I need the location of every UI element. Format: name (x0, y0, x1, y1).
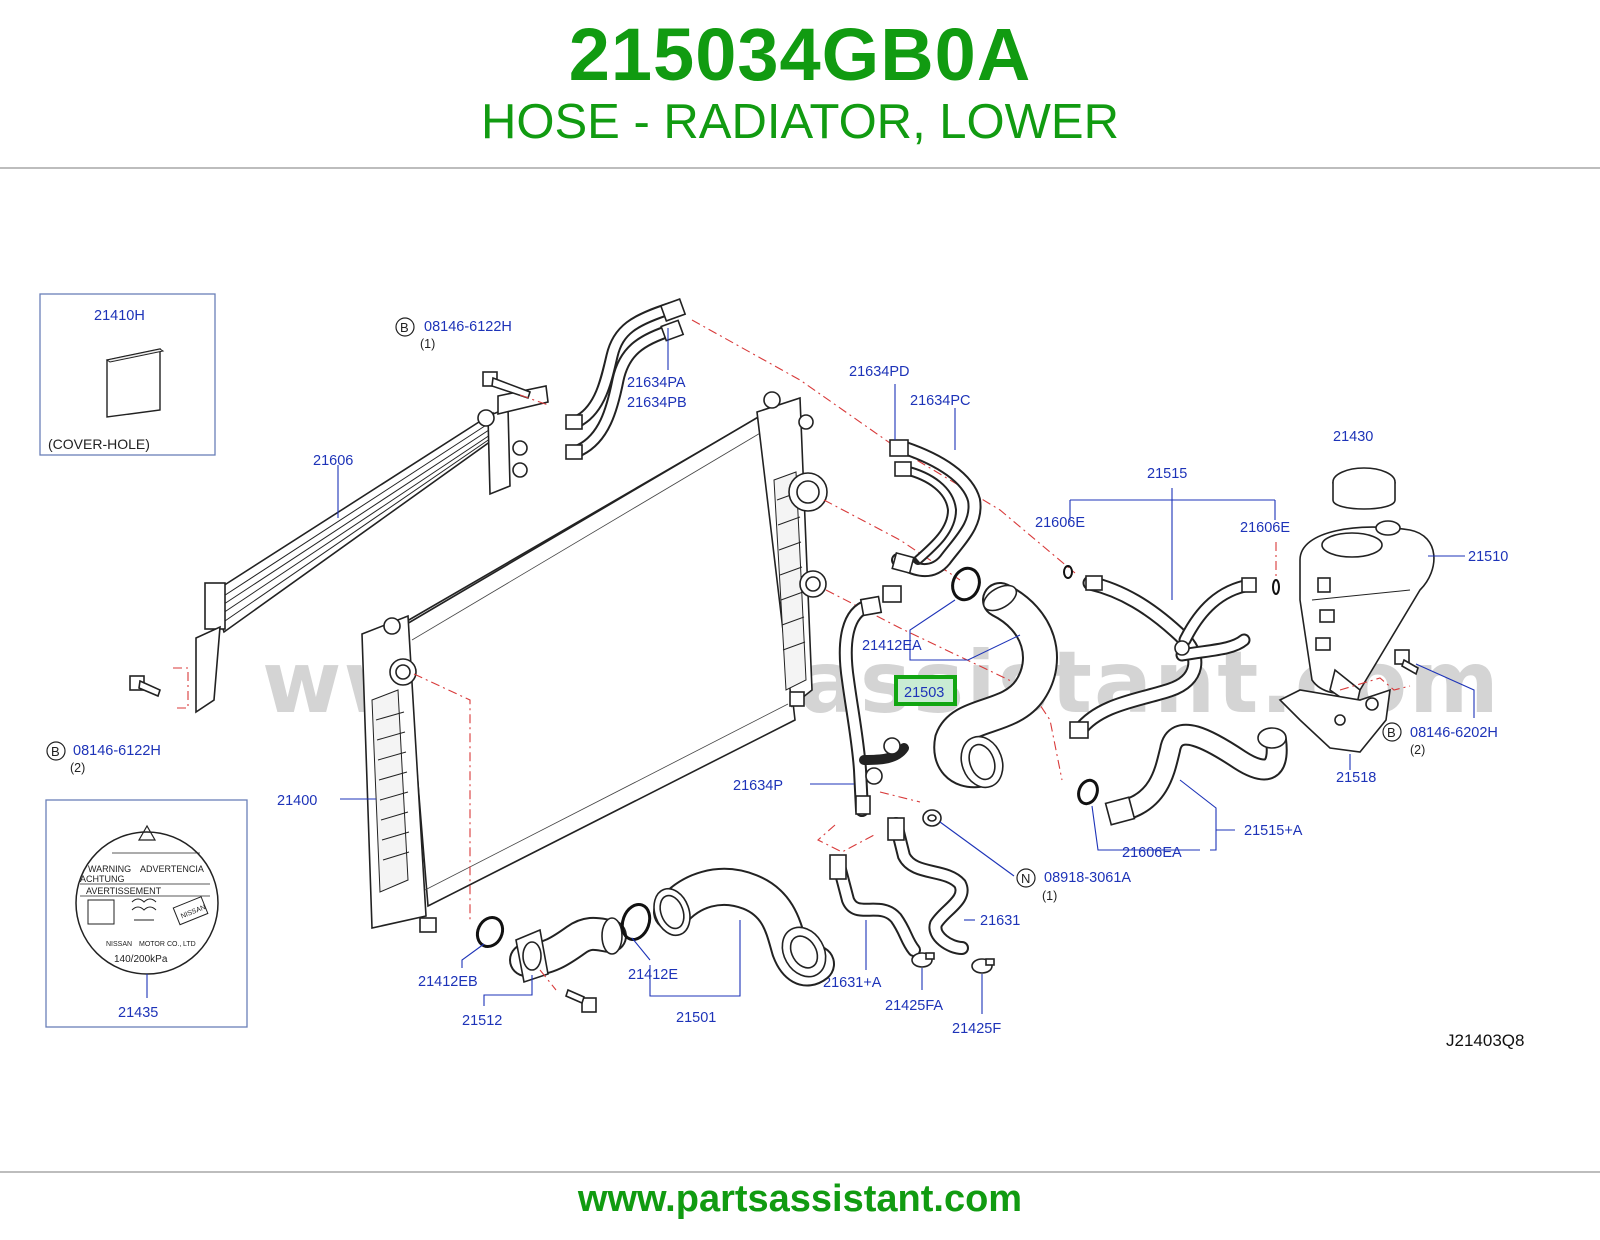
inset-cap-label: WARNING ADVERTENCIA ACHTUNG AVERTISSEMEN… (45, 799, 248, 1028)
label-21634PC[interactable]: 21634PC (910, 393, 970, 409)
svg-text:B: B (400, 320, 409, 335)
label-21430[interactable]: 21430 (1333, 429, 1373, 445)
part-21412EB-oring (475, 915, 505, 949)
bolt-21512 (565, 988, 597, 1013)
label-21515[interactable]: 21515 (1147, 466, 1187, 482)
part-number: 215034GB0A (568, 13, 1032, 96)
callout-b-right: B (1382, 722, 1402, 742)
label-21631[interactable]: 21631 (980, 913, 1020, 929)
label-21518[interactable]: 21518 (1336, 770, 1376, 786)
label-08146-6202H[interactable]: 08146-6202H (1410, 725, 1498, 741)
part-21631A-hose (829, 854, 921, 957)
svg-text:(1): (1) (1042, 889, 1057, 903)
label-21631A[interactable]: 21631+A (823, 975, 882, 991)
highlight-box-21503[interactable] (894, 675, 957, 706)
svg-text:WARNING: WARNING (88, 864, 131, 874)
label-21606[interactable]: 21606 (313, 453, 353, 469)
svg-text:ADVERTENCIA: ADVERTENCIA (140, 864, 204, 874)
label-21634P[interactable]: 21634P (733, 778, 783, 794)
steam-hazard-icon (131, 898, 157, 921)
footer-divider (0, 1171, 1600, 1173)
part-oil-cooler (195, 385, 549, 714)
part-21425F-clamp (971, 958, 995, 974)
part-21634P-pipe (838, 585, 909, 817)
label-21606E-right[interactable]: 21606E (1240, 520, 1290, 536)
part-21425FA-clamp (911, 952, 935, 968)
label-21412EB[interactable]: 21412EB (418, 974, 478, 990)
part-08918-3061A-nut (922, 809, 942, 827)
header-divider (0, 167, 1600, 169)
part-21634PC-pipe (889, 439, 982, 578)
warning-triangle-icon (137, 824, 157, 841)
svg-text:140/200kPa: 140/200kPa (114, 954, 168, 965)
manual-icon (87, 899, 115, 925)
svg-text:CO.,: CO., (167, 941, 181, 948)
part-21631-hose (887, 817, 969, 955)
callout-n: N (1016, 868, 1036, 888)
part-description: HOSE - RADIATOR, LOWER (481, 95, 1119, 149)
part-21606EA-oring (1077, 778, 1099, 806)
label-21412E[interactable]: 21412E (628, 967, 678, 983)
label-21606E-left[interactable]: 21606E (1035, 515, 1085, 531)
page-header: 215034GB0A HOSE - RADIATOR, LOWER (0, 0, 1600, 170)
part-21510-reservoir (1299, 520, 1435, 710)
svg-text:B: B (1387, 725, 1396, 740)
label-21400[interactable]: 21400 (277, 793, 317, 809)
label-21634PA[interactable]: 21634PA (627, 375, 686, 391)
label-21515A[interactable]: 21515+A (1244, 823, 1303, 839)
part-21501-hose (653, 867, 835, 987)
svg-text:(1): (1) (420, 337, 435, 351)
label-21634PB[interactable]: 21634PB (627, 395, 687, 411)
part-21412EA-oring (951, 566, 981, 602)
label-21606EA[interactable]: 21606EA (1122, 845, 1182, 861)
label-21634PD[interactable]: 21634PD (849, 364, 909, 380)
label-cover-hole: (COVER-HOLE) (48, 436, 150, 452)
svg-text:LTD: LTD (183, 941, 196, 948)
svg-text:MOTOR: MOTOR (139, 941, 165, 948)
bolt-left (129, 675, 161, 698)
label-21425FA[interactable]: 21425FA (885, 998, 943, 1014)
label-08918-3061A[interactable]: 08918-3061A (1044, 870, 1131, 886)
label-21410H[interactable]: 21410H (94, 308, 145, 324)
label-21510[interactable]: 21510 (1468, 549, 1508, 565)
part-21512-pipe (509, 916, 627, 984)
label-08146-6122H-top[interactable]: 08146-6122H (424, 319, 512, 335)
label-21425F[interactable]: 21425F (952, 1021, 1001, 1037)
svg-text:AVERTISSEMENT: AVERTISSEMENT (86, 886, 162, 896)
part-21515-hose (1069, 575, 1257, 739)
part-21503-hose (933, 582, 1058, 789)
part-21518-bracket (1278, 688, 1391, 753)
callout-b-top: B (395, 317, 415, 337)
label-21503[interactable]: 21503 (904, 685, 944, 701)
part-cooler-pipes (565, 298, 687, 460)
part-21606E-oring-left (1063, 565, 1073, 579)
part-radiator (361, 391, 828, 933)
footer-url[interactable]: www.partsassistant.com (577, 1178, 1023, 1220)
part-21606E-oring-right (1272, 579, 1280, 595)
label-21435[interactable]: 21435 (118, 1005, 158, 1021)
part-21430-cap (1332, 467, 1396, 510)
label-21412EA[interactable]: 21412EA (862, 638, 922, 654)
part-21412E-oring (620, 903, 652, 941)
diagram-code: J21403Q8 (1446, 1031, 1524, 1050)
svg-text:(2): (2) (1410, 743, 1425, 757)
svg-text:NISSAN: NISSAN (106, 941, 132, 948)
label-21512[interactable]: 21512 (462, 1013, 502, 1029)
bolt-right (1394, 649, 1419, 676)
label-21501[interactable]: 21501 (676, 1010, 716, 1026)
inset-cover-hole: 21410H (COVER-HOLE) (39, 293, 216, 456)
svg-text:ACHTUNG: ACHTUNG (80, 874, 125, 884)
callout-b-left: B (46, 741, 66, 761)
label-08146-6122H-left[interactable]: 08146-6122H (73, 743, 161, 759)
svg-text:(2): (2) (70, 761, 85, 775)
part-21515A-hose (1104, 723, 1288, 826)
svg-text:B: B (51, 744, 60, 759)
svg-text:N: N (1021, 871, 1030, 886)
